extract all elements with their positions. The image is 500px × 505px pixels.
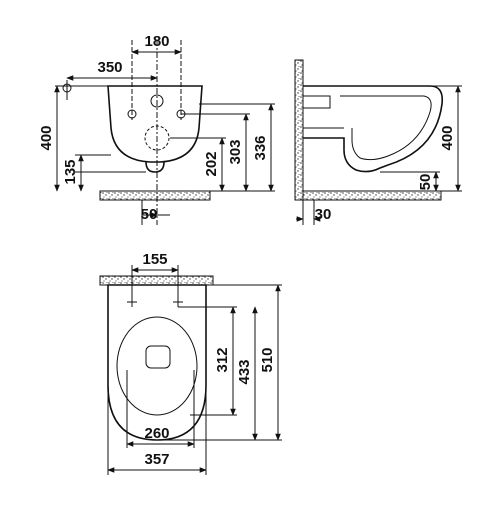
dim-50-front-label: 50 — [141, 206, 158, 223]
dim-135-label: 135 — [62, 159, 79, 184]
top-bolt-left — [127, 297, 137, 307]
front-hole-center — [150, 94, 164, 108]
top-wall-slab — [99, 275, 214, 286]
top-drain — [145, 345, 171, 369]
front-view: 180 350 400 135 50 202 303 336 — [38, 33, 275, 225]
dim-202-label: 202 — [203, 151, 220, 176]
dim-400-front-label: 400 — [38, 125, 55, 150]
side-wall — [294, 59, 304, 201]
top-bolt-right — [173, 297, 183, 307]
front-bowl-outlet — [145, 161, 165, 173]
dim-336-label: 336 — [252, 135, 269, 160]
side-view: 400 50 30 — [294, 59, 462, 225]
side-bowl-outline — [303, 85, 444, 173]
dim-433-label: 433 — [236, 359, 253, 384]
side-bowl-inner — [340, 95, 432, 161]
side-floor — [302, 190, 442, 201]
top-bowl-outline — [107, 284, 207, 441]
front-floor-slab — [99, 190, 211, 201]
dim-312-label: 312 — [214, 347, 231, 372]
side-outlet-pipe — [303, 127, 344, 139]
dim-155-label: 155 — [142, 251, 167, 268]
dim-180-label: 180 — [144, 33, 169, 50]
dim-30-label: 30 — [315, 206, 332, 223]
dim-50-side-label: 50 — [417, 174, 434, 191]
front-bowl-outline — [107, 85, 203, 163]
dim-303-label: 303 — [227, 139, 244, 164]
dim-357-label: 357 — [144, 451, 169, 468]
top-bowl-rim — [116, 316, 198, 416]
dim-400-side-label: 400 — [439, 125, 456, 150]
dim-350-label: 350 — [97, 59, 122, 76]
dim-260-label: 260 — [144, 425, 169, 442]
dim-510-label: 510 — [259, 347, 276, 372]
top-view: 155 312 433 510 260 357 — [99, 251, 282, 475]
